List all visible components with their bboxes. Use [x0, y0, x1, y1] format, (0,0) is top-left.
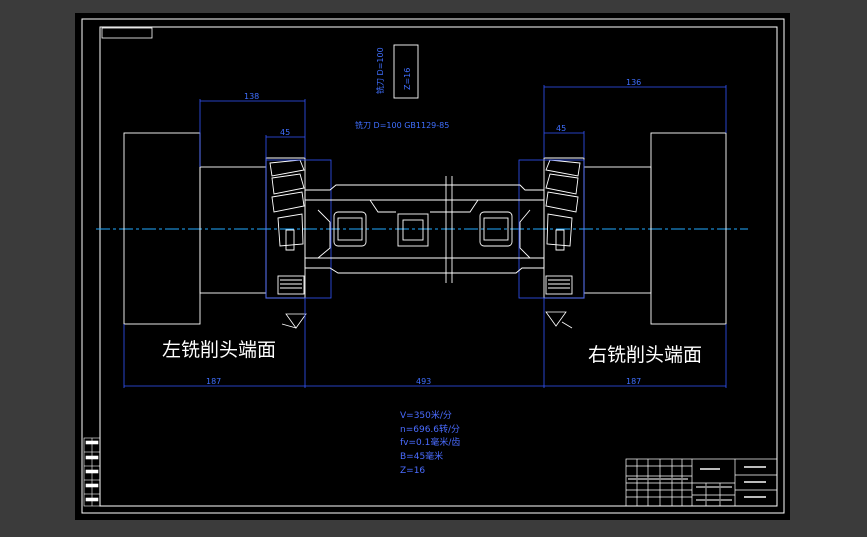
roughness-symbols	[281, 311, 573, 329]
param-rpm: n=696.6转/分	[400, 423, 460, 435]
right-head-dims	[518, 85, 727, 299]
dim-small-left: 45	[280, 128, 290, 137]
tool-box-line2: Z=16	[403, 68, 412, 90]
param-width: B=45毫米	[400, 450, 443, 462]
corner-label-box	[101, 27, 153, 39]
right-face-label: 右铣削头端面	[588, 344, 702, 366]
dim-bottom-center: 493	[416, 377, 431, 386]
left-face-label: 左铣削头端面	[162, 339, 276, 361]
left-head-dims	[199, 99, 332, 299]
title-block	[625, 458, 778, 507]
dim-bottom-left: 187	[206, 377, 221, 386]
cutter-note: 铣刀 D=100 GB1129-85	[355, 120, 449, 130]
sheet-background	[75, 13, 790, 520]
dim-top-right: 136	[626, 78, 641, 87]
param-teeth: Z=16	[400, 466, 425, 476]
inner-border	[99, 26, 778, 507]
dim-top-left: 138	[244, 92, 259, 101]
dim-bottom-right: 187	[626, 377, 641, 386]
bottom-dim-chain	[123, 298, 727, 388]
tool-label-box	[393, 44, 419, 99]
outer-border	[81, 18, 785, 514]
workpiece	[304, 176, 545, 283]
param-speed: V=350米/分	[400, 409, 452, 421]
side-table	[83, 437, 101, 507]
dim-small-right: 45	[556, 124, 566, 133]
param-feed: fv=0.1毫米/齿	[400, 436, 460, 448]
tool-box-line1: 铣刀 D=100	[375, 47, 385, 94]
